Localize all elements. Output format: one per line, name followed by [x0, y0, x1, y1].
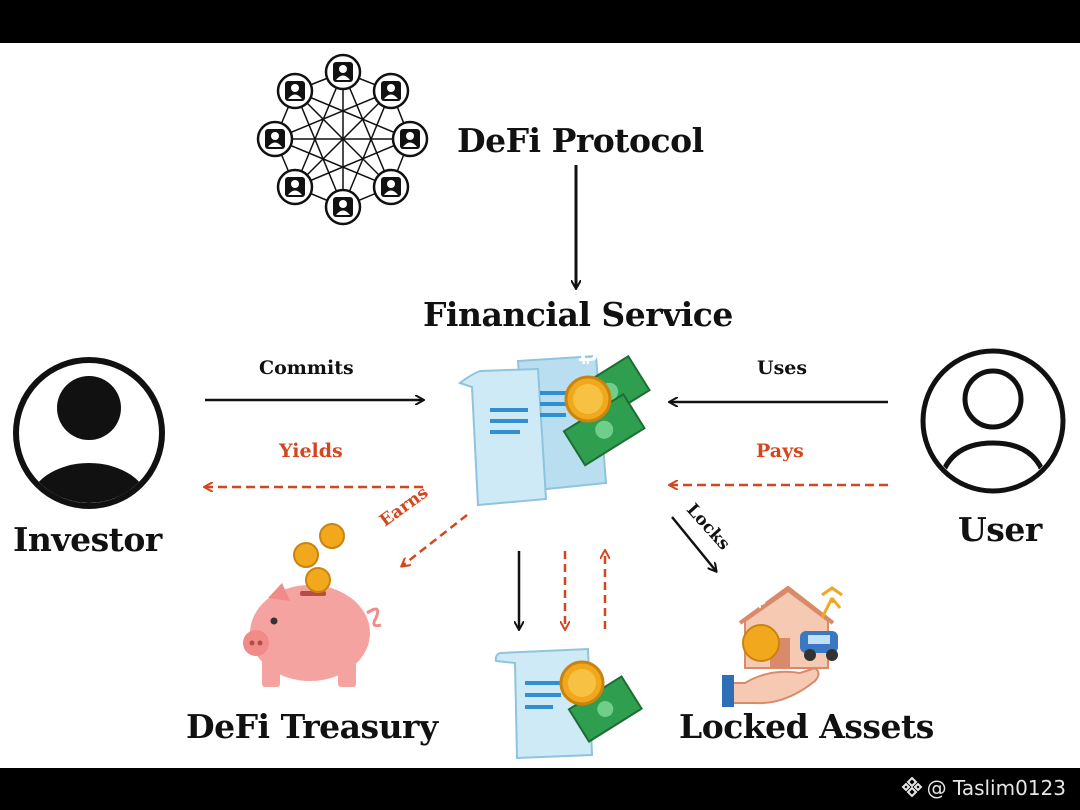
- network-icon: [256, 53, 429, 226]
- footer-bar: @ Taslim0123: [0, 768, 1080, 810]
- arrow-earns: [402, 514, 468, 566]
- edge-label-yields: Yields: [279, 440, 343, 462]
- watermark-text: @ Taslim0123: [926, 776, 1066, 800]
- edge-label-pays: Pays: [756, 440, 804, 462]
- financial-service-icon: [457, 354, 651, 507]
- label-investor: Investor: [13, 520, 162, 559]
- label-financial-service: Financial Service: [423, 295, 733, 334]
- investor-avatar: [13, 357, 165, 509]
- diagram-canvas: ₿ ₿ $ DeFi Protocol Financial Service In…: [0, 43, 1080, 768]
- diagram-artwork: [13, 53, 1066, 760]
- binance-logo-icon: [901, 776, 922, 798]
- user-avatar: [920, 348, 1066, 494]
- coin-icon: [319, 523, 345, 549]
- edge-label-commits: Commits: [259, 357, 354, 379]
- bitcoin-symbol: ₿: [572, 623, 592, 651]
- bitcoin-symbol: ₿: [577, 338, 599, 368]
- bottom-document-icon: [494, 647, 644, 760]
- label-user: User: [958, 510, 1042, 549]
- label-defi-protocol: DeFi Protocol: [457, 121, 704, 160]
- coin-icon: [293, 542, 319, 568]
- label-locked-assets: Locked Assets: [679, 707, 934, 746]
- edge-label-uses: Uses: [757, 357, 808, 379]
- arrow-locks: [671, 516, 716, 571]
- piggy-bank-icon: [243, 583, 382, 687]
- watermark: @ Taslim0123: [901, 776, 1066, 800]
- coin-icon: [305, 567, 331, 593]
- label-defi-treasury: DeFi Treasury: [186, 707, 438, 746]
- locked-assets-icon: [722, 585, 843, 707]
- dollar-symbol: $: [753, 586, 767, 610]
